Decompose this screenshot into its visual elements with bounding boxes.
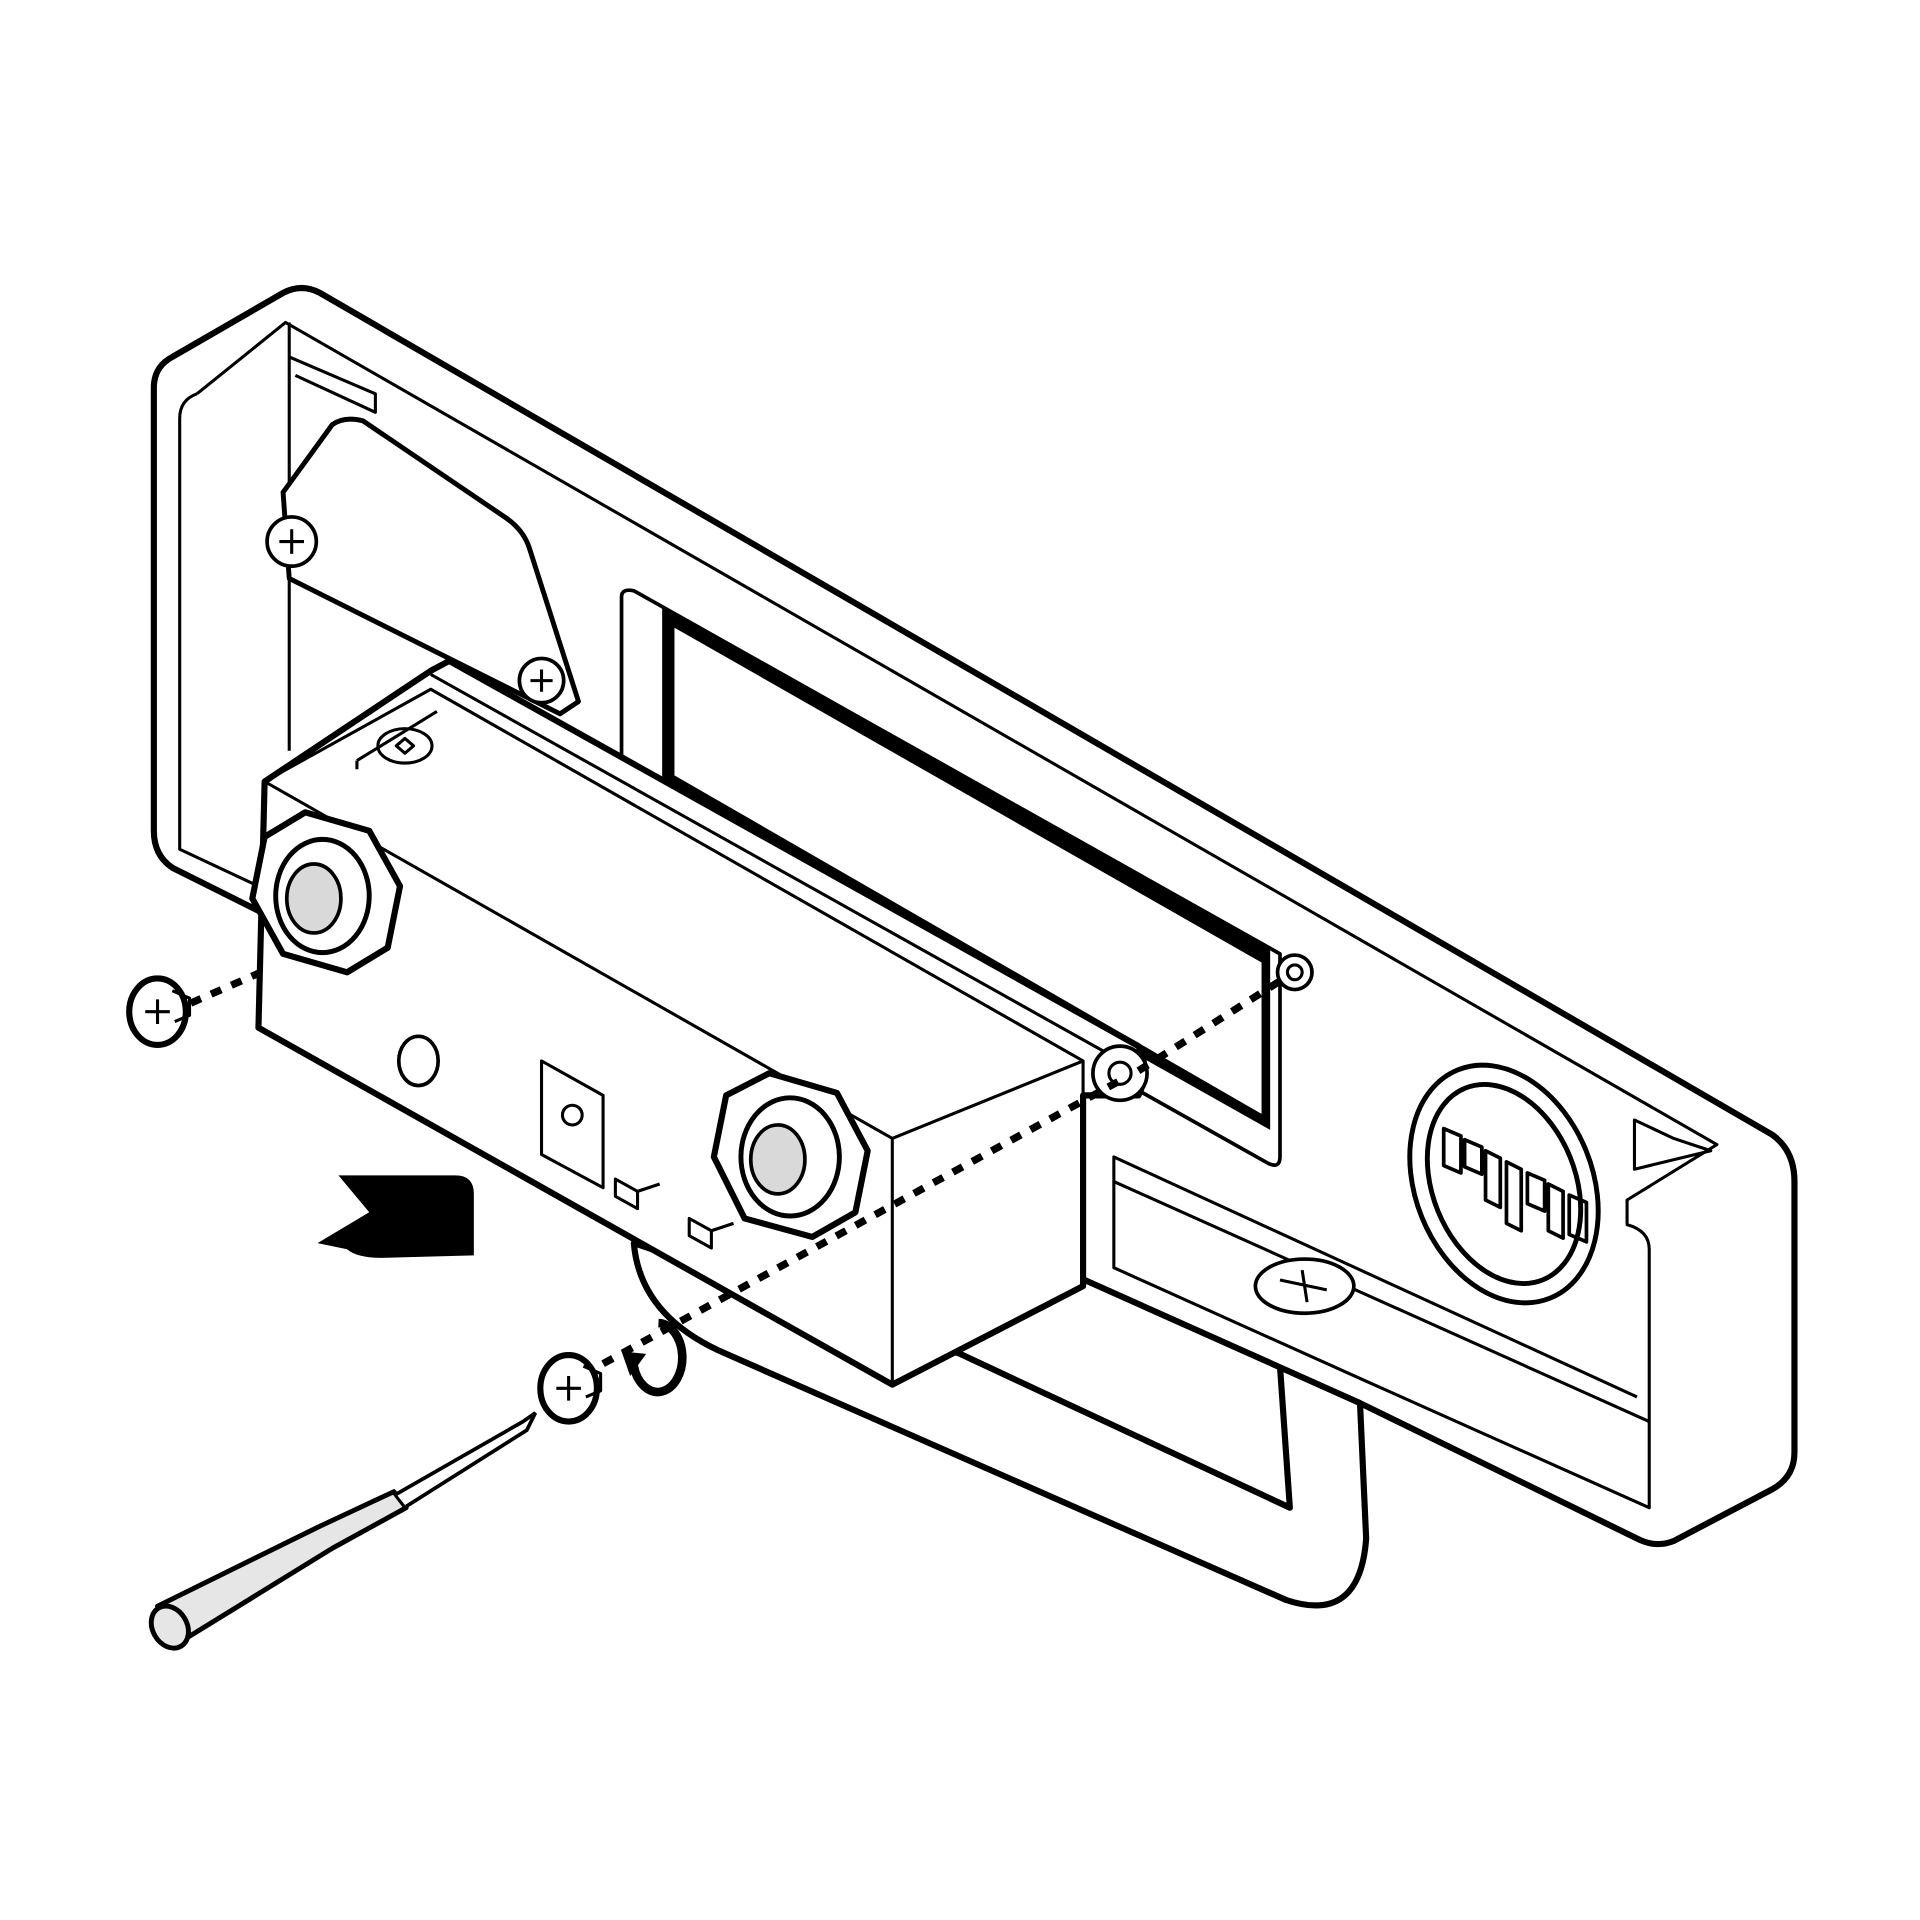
screwdriver bbox=[148, 1411, 538, 1651]
screw-left bbox=[126, 975, 192, 1048]
module-box bbox=[255, 657, 1149, 1388]
push-arrow-icon bbox=[317, 1175, 474, 1258]
screw-bottom bbox=[537, 1352, 603, 1425]
brand-logo-emblem bbox=[1407, 1062, 1601, 1306]
cable-gland-right bbox=[710, 1070, 871, 1240]
rotate-arrow-icon bbox=[621, 1318, 687, 1397]
alignment-line bbox=[189, 968, 263, 1007]
alignment-line bbox=[601, 971, 1292, 1367]
cable-gland-left bbox=[249, 809, 404, 976]
mounting-plate bbox=[150, 284, 1798, 1548]
